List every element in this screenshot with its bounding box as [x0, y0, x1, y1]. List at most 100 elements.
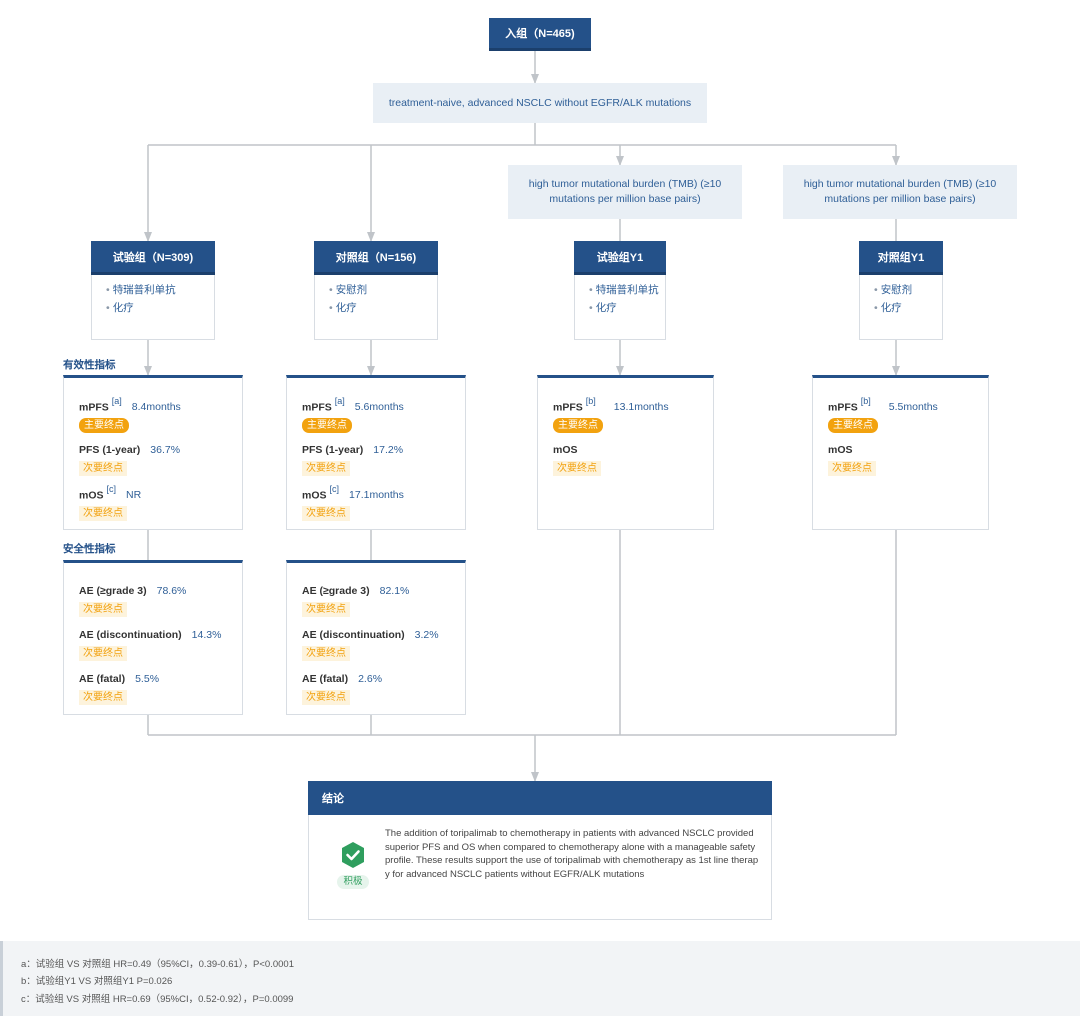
- safety-card-2: AE (≥grade 3)82.1% 次要终点 AE (discontinuat…: [286, 560, 466, 715]
- metric-mos: mOS 次要终点: [553, 440, 601, 476]
- metric-ae-fatal: AE (fatal) 5.5% 次要终点: [79, 669, 159, 705]
- metric-ae-grade3: AE (≥grade 3) 78.6% 次要终点: [79, 581, 186, 617]
- population-label: treatment-naive, advanced NSCLC without …: [388, 96, 692, 109]
- secondary-endpoint-badge: 次要终点: [79, 506, 127, 522]
- footnote-c: c：试验组 VS 对照组 HR=0.69（95%CI，0.52-0.92），P=…: [21, 994, 294, 1005]
- secondary-endpoint-badge: 次要终点: [79, 461, 127, 476]
- safety-section-label: 安全性指标: [63, 543, 116, 555]
- metric-mpfs: mPFS[a] 8.4months 主要终点: [79, 396, 181, 434]
- metric-value: 5.5months: [888, 401, 938, 414]
- secondary-endpoint-badge: 次要终点: [302, 602, 350, 617]
- arm-header-3: 试验组Y1: [574, 241, 666, 275]
- drug-item: •安慰剂: [874, 284, 913, 296]
- efficacy-card-4: mPFS[b] 5.5months 主要终点 mOS 次要终点: [812, 375, 989, 530]
- drug-list-3: •特瑞普利单抗 •化疗: [574, 275, 666, 340]
- metric-name: AE (≥grade 3): [302, 585, 370, 597]
- drug-item: •安慰剂: [329, 284, 368, 296]
- metric-value: 8.4months: [131, 401, 181, 414]
- metric-name: AE (discontinuation): [79, 629, 182, 641]
- metric-name: AE (fatal): [79, 673, 126, 685]
- secondary-endpoint-badge: 次要终点: [79, 690, 127, 705]
- secondary-endpoint-badge: 次要终点: [79, 646, 127, 661]
- metric-name: mPFS: [79, 401, 109, 414]
- drug-item: •特瑞普利单抗: [589, 284, 659, 296]
- metric-name: mPFS: [828, 401, 858, 414]
- metric-mos: mOS 次要终点: [828, 440, 876, 476]
- metric-ref: [c]: [329, 484, 340, 494]
- metric-name: mOS: [553, 444, 578, 456]
- metric-ae-grade3: AE (≥grade 3)82.1% 次要终点: [302, 581, 409, 617]
- drug-list-1: •特瑞普利单抗 •化疗: [91, 275, 215, 340]
- metric-pfs-1year: PFS (1-year)17.2% 次要终点: [302, 440, 403, 476]
- metric-ref: [b]: [585, 396, 596, 406]
- drug-list-2: •安慰剂 •化疗: [314, 275, 438, 340]
- footnote-b: b：试验组Y1 VS 对照组Y1 P=0.026: [21, 976, 173, 987]
- efficacy-card-2: mPFS[a]5.6months 主要终点 PFS (1-year)17.2% …: [286, 375, 466, 530]
- arm-header-4: 对照组Y1: [859, 241, 943, 275]
- metric-value: 17.1months: [349, 489, 404, 502]
- metric-name: mPFS: [553, 401, 583, 414]
- enrollment-label: 入组（N=465): [505, 28, 575, 40]
- drug-item: •化疗: [589, 302, 617, 314]
- metric-name: mPFS: [302, 401, 332, 414]
- metric-ae-discontinuation: AE (discontinuation) 3.2% 次要终点: [302, 625, 439, 661]
- tmb-box-right: high tumor mutational burden (TMB) (≥10 …: [783, 165, 1017, 219]
- footnote-a: a：试验组 VS 对照组 HR=0.49（95%CI，0.39-0.61），P<…: [21, 959, 294, 970]
- metric-value: 78.6%: [156, 585, 187, 597]
- secondary-endpoint-badge: 次要终点: [302, 506, 350, 522]
- tmb-label-left: high tumor mutational burden (TMB) (≥10 …: [528, 178, 722, 205]
- secondary-endpoint-badge: 次要终点: [302, 461, 350, 476]
- efficacy-card-1: mPFS[a] 8.4months 主要终点 PFS (1-year)36.7% …: [63, 375, 243, 530]
- efficacy-section-label: 有效性指标: [63, 359, 116, 371]
- secondary-endpoint-badge: 次要终点: [553, 461, 601, 476]
- secondary-endpoint-badge: 次要终点: [302, 690, 350, 705]
- metric-name: mOS: [79, 489, 104, 502]
- drug-item: •化疗: [329, 302, 357, 314]
- secondary-endpoint-badge: 次要终点: [302, 646, 350, 661]
- metric-value: 3.2%: [414, 629, 439, 641]
- drug-item: •特瑞普利单抗: [106, 284, 176, 296]
- metric-mpfs: mPFS[a]5.6months 主要终点: [302, 396, 404, 434]
- metric-name: AE (fatal): [302, 673, 349, 685]
- metric-value: 5.5%: [135, 673, 160, 685]
- footnotes-panel: a：试验组 VS 对照组 HR=0.49（95%CI，0.39-0.61），P<…: [0, 941, 1080, 1016]
- check-badge-icon: [342, 842, 364, 868]
- conclusion-header: 结论: [308, 781, 772, 815]
- metric-mpfs: mPFS[b] 5.5months 主要终点: [828, 396, 938, 434]
- drug-item: •化疗: [106, 302, 134, 314]
- metric-ae-discontinuation: AE (discontinuation) 14.3% 次要终点: [79, 625, 221, 661]
- secondary-endpoint-badge: 次要终点: [828, 461, 876, 476]
- positive-verdict-label: 积极: [337, 875, 369, 889]
- metric-value: 13.1months: [613, 401, 669, 414]
- efficacy-card-3: mPFS[b] 13.1months 主要终点 mOS 次要终点: [537, 375, 714, 530]
- arm-title: 对照组Y1: [877, 251, 925, 264]
- conclusion-title: 结论: [322, 793, 344, 805]
- secondary-endpoint-badge: 次要终点: [79, 602, 127, 617]
- arm-title: 对照组（N=156): [335, 251, 417, 264]
- primary-endpoint-badge: 主要终点: [828, 418, 878, 434]
- metric-value: 14.3%: [191, 629, 222, 641]
- metric-ae-fatal: AE (fatal)2.6% 次要终点: [302, 669, 382, 705]
- metric-pfs-1year: PFS (1-year)36.7% 次要终点: [79, 440, 180, 476]
- metric-name: PFS (1-year): [79, 444, 141, 456]
- drug-list-4: •安慰剂 •化疗: [859, 275, 943, 340]
- metric-name: AE (≥grade 3): [79, 585, 147, 597]
- arm-title: 试验组（N=309): [112, 251, 194, 264]
- tmb-label-right: high tumor mutational burden (TMB) (≥10 …: [803, 178, 997, 205]
- metric-mos: mOS[c]NR 次要终点: [79, 484, 141, 522]
- arm-title: 试验组Y1: [596, 251, 644, 264]
- metric-mos: mOS[c]17.1months 次要终点: [302, 484, 404, 522]
- metric-name: mOS: [828, 444, 853, 456]
- metric-ref: [a]: [111, 396, 122, 406]
- primary-endpoint-badge: 主要终点: [553, 418, 603, 434]
- primary-endpoint-badge: 主要终点: [79, 418, 129, 434]
- metric-name: AE (discontinuation): [302, 629, 405, 641]
- metric-ref: [b]: [860, 396, 871, 406]
- metric-ref: [c]: [106, 484, 117, 494]
- metric-value: 17.2%: [373, 444, 404, 456]
- primary-endpoint-badge: 主要终点: [302, 418, 352, 434]
- population-box: treatment-naive, advanced NSCLC without …: [373, 83, 707, 123]
- conclusion-text: The addition of toripalimab to chemother…: [385, 828, 759, 880]
- metric-ref: [a]: [334, 396, 345, 406]
- safety-card-1: AE (≥grade 3) 78.6% 次要终点 AE (discontinuat…: [63, 560, 243, 715]
